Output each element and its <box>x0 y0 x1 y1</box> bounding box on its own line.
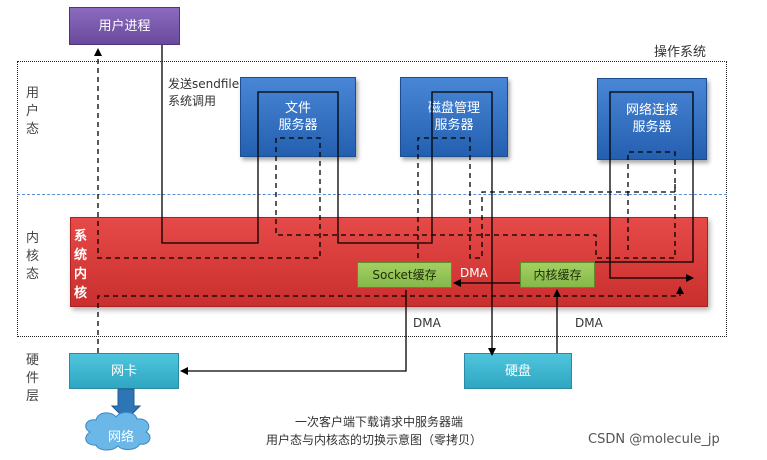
file-server-label-2: 服务器 <box>278 118 318 133</box>
nic-label: 网卡 <box>110 363 137 379</box>
watermark: CSDN @molecule_jp <box>588 432 720 447</box>
sendfile-path <box>161 45 496 356</box>
file-server-box: 文件 服务器 <box>240 77 356 157</box>
file-server-label-1: 文件 <box>284 101 311 116</box>
socket-buffer-box: Socket缓存 <box>357 262 452 288</box>
user-kernel-separator <box>17 194 727 195</box>
disk-manager-box: 磁盘管理 服务器 <box>400 77 508 157</box>
disk-label: 硬盘 <box>504 363 531 379</box>
nic-down-arrow <box>110 388 142 421</box>
kernel-buffer-box: 内核缓存 <box>520 262 595 288</box>
dma-disk-label: DMA <box>575 316 603 330</box>
kernel-mode-label: 内核态 <box>26 231 40 282</box>
nic-box: 网卡 <box>69 353 179 389</box>
user-process-label: 用户进程 <box>98 18 151 34</box>
net-solid-path <box>595 91 694 282</box>
syscall-label: 系统调用 <box>168 94 217 108</box>
user-process-box: 用户进程 <box>69 7 180 45</box>
system-kernel-label: 系统内核 <box>74 229 88 301</box>
user-mode-label: 用户态 <box>26 86 40 137</box>
disk-manager-label-1: 磁盘管理 <box>427 101 480 116</box>
net-conn-server-label-1: 网络连接 <box>625 103 678 118</box>
disk-dashed-path <box>417 137 676 259</box>
caption-line-1: 一次客户端下载请求中服务器端 <box>295 415 464 429</box>
sendfile-label: 发送sendfile <box>168 77 240 91</box>
disk-manager-label-2: 服务器 <box>434 118 474 133</box>
hardware-layer-label: 硬件层 <box>26 353 40 404</box>
net-conn-server-label-2: 服务器 <box>632 120 672 135</box>
dma-socket-label: DMA <box>460 266 488 280</box>
kernel-buffer-label: 内核缓存 <box>533 267 582 282</box>
socket-buffer-label: Socket缓存 <box>372 267 437 282</box>
dma-nic-label: DMA <box>413 316 441 330</box>
caption-line-2: 用户态与内核态的切换示意图（零拷贝） <box>266 433 483 447</box>
nic-dashed-up <box>97 286 684 353</box>
os-label: 操作系统 <box>654 45 707 60</box>
os-boundary <box>17 61 727 337</box>
network-cloud-icon <box>85 411 151 451</box>
socket-to-nic <box>180 290 407 375</box>
disk-box: 硬盘 <box>464 353 572 389</box>
network-label: 网络 <box>108 430 135 445</box>
return-dashed-path <box>94 48 676 259</box>
